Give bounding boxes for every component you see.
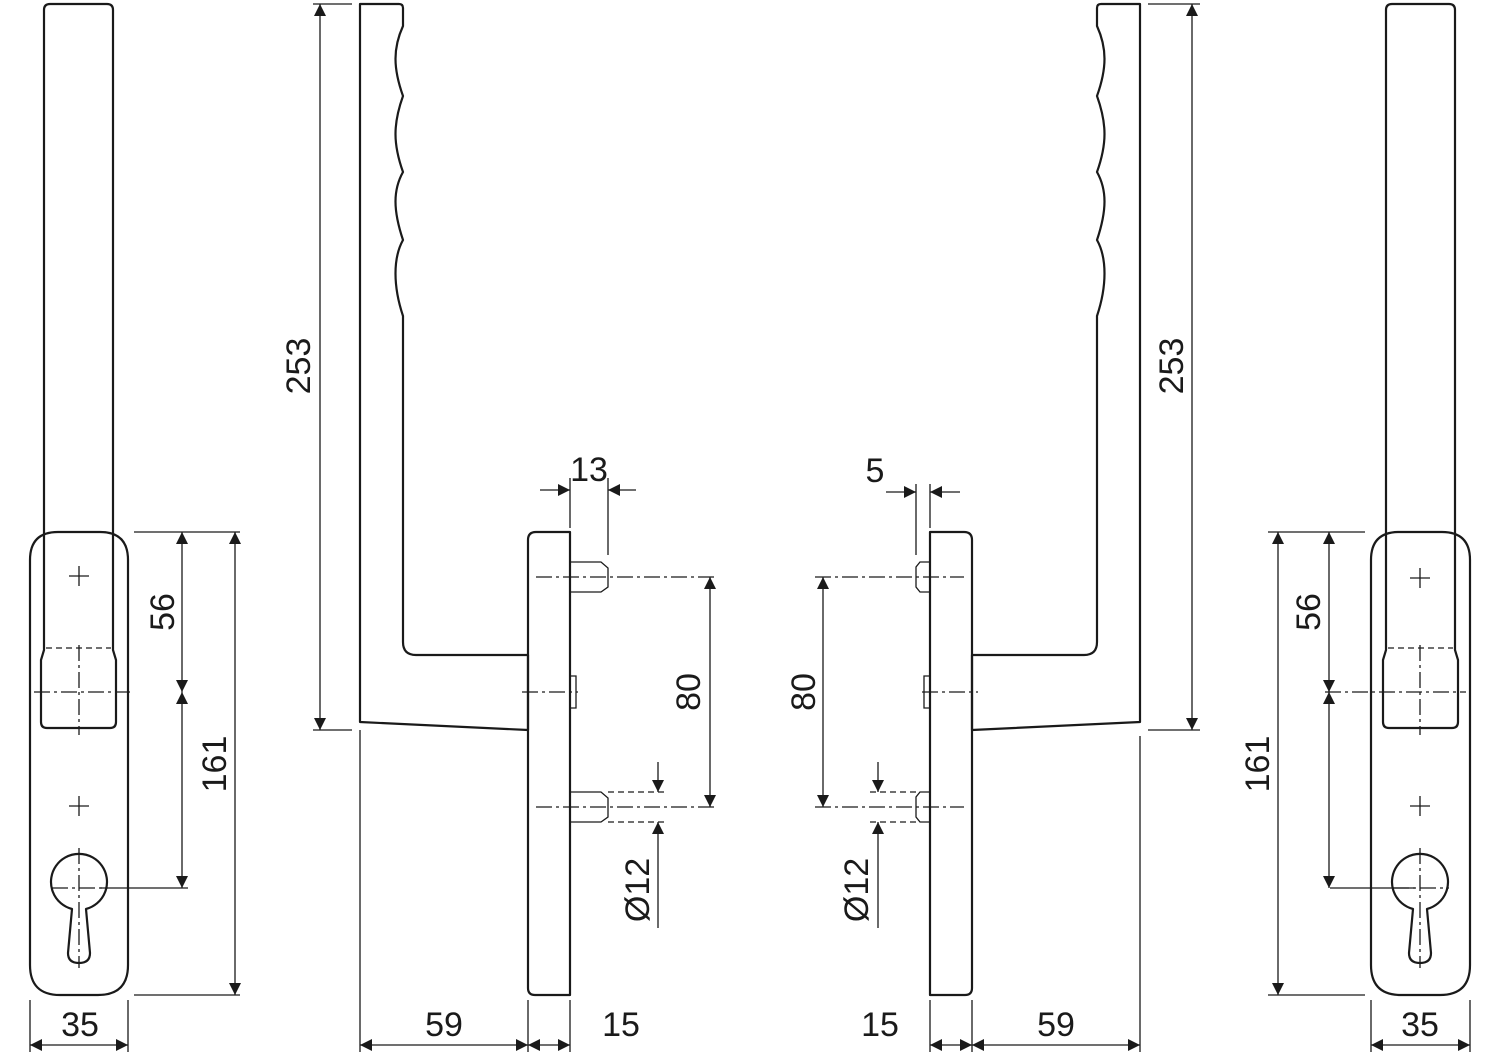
right-side-rosette-plate: [928, 530, 974, 997]
extension-lines: [29, 3, 1471, 1052]
right-front-view: [1325, 2, 1472, 997]
left-front-width-label: 35: [61, 1006, 99, 1044]
right-side-plate-depth-label: 15: [861, 1006, 899, 1044]
left-front-view: [28, 2, 130, 997]
left-side-height-label: 253: [280, 338, 318, 395]
right-side-hole-hidden: [870, 791, 916, 823]
right-side-view: [815, 2, 1142, 997]
right-side-pin-spacing-label: 80: [785, 673, 823, 711]
right-front-width-label: 35: [1401, 1006, 1439, 1044]
right-side-pin-offset-label: 5: [866, 452, 885, 490]
left-front-spindle-centerline: [34, 645, 130, 735]
left-side-rosette-plate: [526, 530, 572, 997]
right-front-keyhole-centerline: [1393, 848, 1449, 968]
right-front-backplate: [1369, 530, 1472, 997]
right-front-spindle-centerline: [1325, 645, 1466, 735]
right-front-handle-grip: [1384, 2, 1457, 538]
left-front-backplate: [28, 530, 130, 997]
left-front-screw-hole-top: [69, 566, 89, 586]
left-side-pin-offset-label: 13: [570, 451, 608, 489]
right-front-screw-hole-top: [1410, 568, 1430, 588]
left-side-view: [358, 2, 715, 997]
right-side-height-label: 253: [1153, 338, 1191, 395]
left-side-lever-length-label: 59: [425, 1006, 463, 1044]
left-front-overall-label: 161: [196, 736, 234, 793]
left-side-pin-bottom: [570, 791, 609, 823]
right-side-handle-profile: [970, 2, 1142, 732]
dimension-lines: [30, 3, 1470, 1051]
left-front-handle-grip: [42, 2, 115, 538]
right-side-lever-length-label: 59: [1037, 1006, 1075, 1044]
left-side-plate-depth-label: 15: [602, 1006, 640, 1044]
left-side-pin-diameter-label: Ø12: [619, 858, 657, 922]
left-front-keyhole-centerline: [52, 848, 108, 968]
right-side-pin-diameter-label: Ø12: [838, 858, 876, 922]
dimension-labels: 35 56 161 253 59 15 13 80 Ø12 253 59 15 …: [61, 338, 1439, 1044]
right-front-screw-hole-bottom: [1410, 796, 1430, 816]
right-front-top-to-spindle-label: 56: [1290, 593, 1328, 631]
left-front-screw-hole-bottom: [69, 796, 89, 816]
left-side-handle-profile: [358, 2, 530, 732]
left-side-pin-top: [570, 561, 609, 593]
left-front-top-to-spindle-label: 56: [144, 593, 182, 631]
right-front-overall-label: 161: [1239, 736, 1277, 793]
left-side-pin-spacing-label: 80: [670, 673, 708, 711]
